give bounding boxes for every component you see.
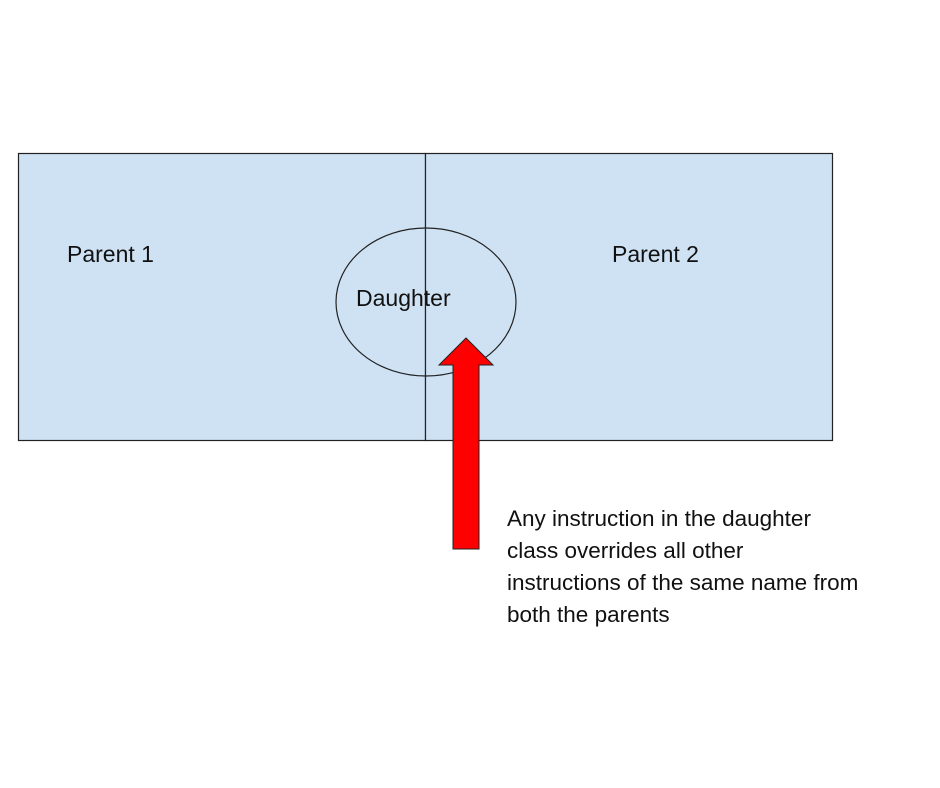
parent-2-label: Parent 2 <box>612 241 699 267</box>
daughter-label: Daughter <box>356 285 451 311</box>
parent-1-label: Parent 1 <box>67 241 154 267</box>
override-note: Any instruction in the daughter class ov… <box>507 503 937 631</box>
override-arrow <box>437 337 495 550</box>
note-line: class overrides all other <box>507 538 744 563</box>
note-line: Any instruction in the daughter <box>507 506 811 531</box>
note-line: both the parents <box>507 602 670 627</box>
daughter-ellipse <box>335 227 517 377</box>
parent-2-box <box>424 152 834 442</box>
note-line: instructions of the same name from <box>507 570 859 595</box>
parent-1-box <box>17 152 427 442</box>
